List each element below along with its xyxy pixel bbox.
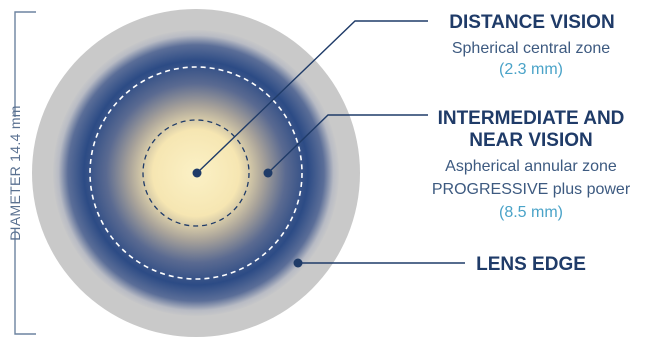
diameter-dimension: DIAMETER 14.4 mm <box>7 11 36 335</box>
lens-edge-callout: LENS EDGE <box>476 254 586 275</box>
dimension-bracket-bottom <box>14 229 36 335</box>
intermediate-title-line1: INTERMEDIATE AND <box>438 108 625 129</box>
intermediate-leader-line <box>267 114 428 174</box>
intermediate-measure: (8.5 mm) <box>499 204 563 221</box>
intermediate-near-vision-callout: INTERMEDIATE AND NEAR VISION Aspherical … <box>432 108 631 221</box>
distance-vision-title: DISTANCE VISION <box>449 12 614 33</box>
intermediate-zone-boundary <box>89 66 303 280</box>
distance-vision-measure: (2.3 mm) <box>499 61 563 78</box>
lens-edge-title: LENS EDGE <box>476 254 586 275</box>
central-zone-boundary <box>142 119 250 227</box>
distance-leader-line <box>196 20 428 174</box>
dimension-bracket-top <box>14 11 36 117</box>
intermediate-description-line2: PROGRESSIVE plus power <box>432 181 631 198</box>
distance-vision-description: Spherical central zone <box>452 40 610 57</box>
intermediate-marker-dot <box>263 168 273 178</box>
callout-leaders <box>192 20 465 268</box>
distance-vision-callout: DISTANCE VISION Spherical central zone (… <box>449 12 614 78</box>
intermediate-description-line1: Aspherical annular zone <box>445 158 617 175</box>
edge-marker-dot <box>293 258 303 268</box>
intermediate-title-line2: NEAR VISION <box>469 130 593 151</box>
diameter-label: DIAMETER 14.4 mm <box>7 105 23 241</box>
distance-marker-dot <box>192 168 202 178</box>
